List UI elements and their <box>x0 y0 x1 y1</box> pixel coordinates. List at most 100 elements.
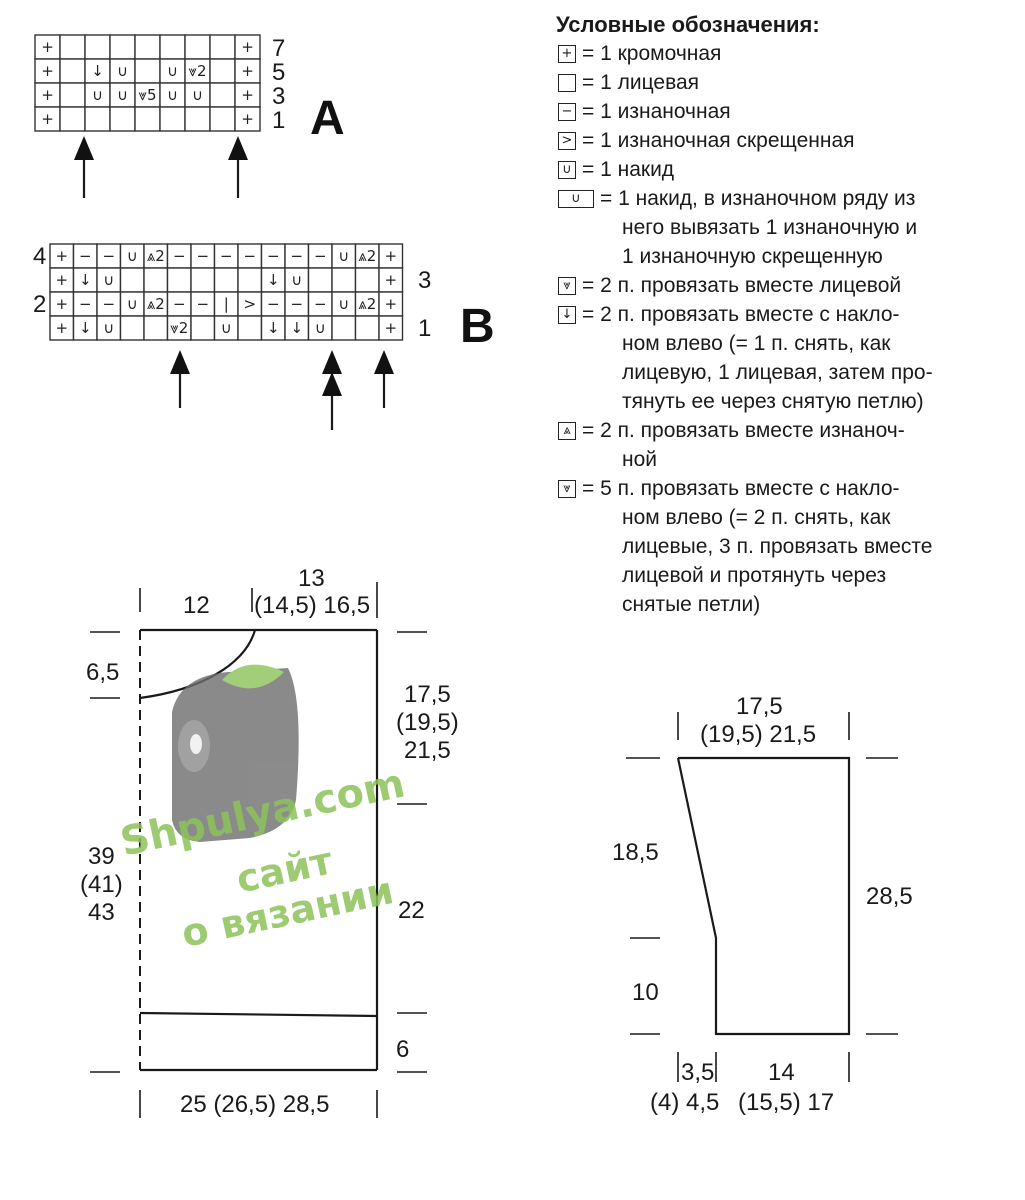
legend-item-continuation: лицевой и протянуть через <box>622 564 887 587</box>
chart-a-stitch-symbol: ↓ <box>91 62 104 80</box>
legend-item: > = 1 изнаночная скрещенная <box>556 126 1016 155</box>
chart-b-stitch-symbol: ∪ <box>338 247 349 265</box>
chart-a-stitch-symbol: ∪ <box>167 62 178 80</box>
chart-a-arrows <box>74 136 248 198</box>
chart-b-stitch-symbol: − <box>102 247 115 265</box>
chart-a-cell <box>59 58 86 84</box>
chart-b-stitch-symbol: ⩓2 <box>147 247 165 265</box>
chart-a-cell <box>109 34 136 60</box>
back-length-3: 43 <box>88 899 115 926</box>
chart-b-stitch-symbol: ↓ <box>79 271 92 289</box>
chart-a-stitch-symbol: + <box>241 62 254 80</box>
chart-b-stitch-symbol: − <box>196 295 209 313</box>
chart-b-stitch-symbol: − <box>267 247 280 265</box>
legend-title: Условные обозначения: <box>556 12 820 37</box>
chart-b-stitch-symbol: + <box>55 247 68 265</box>
chart-a-stitch-symbol: ∪ <box>192 86 203 104</box>
arrow-up-icon <box>322 372 342 396</box>
sleeve-bottom-left-1: 3,5 <box>681 1059 714 1086</box>
chart-b-stitch-symbol: + <box>384 295 397 313</box>
legend-item-continuation: 1 изнаночную скрещенную <box>622 245 883 268</box>
chart-b-cell <box>378 315 404 341</box>
chart-b-stitch-symbol: + <box>55 271 68 289</box>
legend-item: += 1 кромочная <box>556 39 1016 68</box>
chart-b-stitch-symbol: − <box>267 295 280 313</box>
sleeve-height: 28,5 <box>866 883 913 910</box>
chart-a-cell <box>209 58 236 84</box>
sleeve-outline <box>676 756 851 1036</box>
chart-a-stitch-symbol: ∪ <box>92 86 103 104</box>
back-top-right-1: 13 <box>298 565 325 592</box>
chart-a-cell <box>134 58 161 84</box>
chart-b-stitch-symbol: ↓ <box>267 319 280 337</box>
legend-item-continuation: лицевую, 1 лицевая, затем про- <box>622 361 933 384</box>
chart-b-row-4: 4 <box>33 243 46 270</box>
legend-item: ∪= 1 накид <box>556 155 1016 184</box>
chart-a-cell <box>109 106 136 132</box>
chart-a-stitch-symbol: + <box>41 86 54 104</box>
k2tog-left-icon: ↓ <box>558 306 576 324</box>
chart-a-stitch-symbol: ∪ <box>117 86 128 104</box>
chart-a-stitch-symbol: + <box>241 38 254 56</box>
edge-stitch-icon: + <box>558 45 576 63</box>
yarn-spool-icon <box>172 664 299 842</box>
chart-b-stitch-symbol: + <box>384 319 397 337</box>
chart-b-row-3: 3 <box>418 267 431 294</box>
chart-b-stitch-symbol: − <box>314 295 327 313</box>
chart-b-cell <box>237 267 263 293</box>
chart-a-stitch-symbol: + <box>41 62 54 80</box>
chart-a-stitch-symbol: + <box>241 86 254 104</box>
chart-b-cell <box>190 315 216 341</box>
purl-stitch-icon: − <box>558 103 576 121</box>
chart-b-stitch-symbol: ∪ <box>103 319 114 337</box>
chart-a-cell <box>84 106 111 132</box>
legend-item: ↓= 2 п. провязать вместе с накло- <box>556 300 1016 329</box>
chart-b-stitch-symbol: + <box>384 271 397 289</box>
chart-b-cell <box>354 267 380 293</box>
legend-item-text: = 5 п. провязать вместе с накло- <box>582 477 900 500</box>
legend-item: −= 1 изнаночная <box>556 97 1016 126</box>
chart-a-row-5: 5 <box>272 59 285 86</box>
sleeve-cuff: 10 <box>632 979 659 1006</box>
chart-a-cell <box>59 34 86 60</box>
chart-a-cell <box>184 34 211 60</box>
chart-a-stitch-symbol: + <box>41 110 54 128</box>
chart-a-row-3: 3 <box>272 83 285 110</box>
back-top-left: 12 <box>183 592 210 619</box>
twisted-purl-icon: > <box>558 132 576 150</box>
back-armhole-3: 21,5 <box>404 737 451 764</box>
double-yarn-over-icon: ∪ <box>558 190 594 208</box>
legend-item-text: = 1 изнаночная скрещенная <box>582 129 855 152</box>
chart-b-stitch-symbol: | <box>224 295 229 313</box>
sleeve-bottom-right-1: 14 <box>768 1059 795 1086</box>
legend-item-text: = 1 изнаночная <box>582 100 731 123</box>
back-neck: 6,5 <box>86 659 119 686</box>
chart-b-label: B <box>460 300 495 353</box>
legend-item-continuation: тянуть ее через снятую петлю) <box>622 390 924 413</box>
chart-b-stitch-symbol: + <box>384 247 397 265</box>
sleeve-slope: 18,5 <box>612 839 659 866</box>
legend-item-text: = 1 накид, в изнаночном ряду из <box>600 187 916 210</box>
k2tog-icon: ⩔ <box>558 277 576 295</box>
yarn-over-icon: ∪ <box>558 161 576 179</box>
chart-a: +++↓∪∪⩔2++∪∪⩔5∪∪+++ <box>34 34 261 132</box>
chart-b-stitch-symbol: ∪ <box>338 295 349 313</box>
legend: Условные обозначения: += 1 кромочная = 1 … <box>556 10 1016 619</box>
chart-b-cell <box>331 315 357 341</box>
chart-b-stitch-symbol: − <box>173 295 186 313</box>
chart-a-stitch-symbol: ⩔5 <box>138 86 156 104</box>
chart-a-stitch-symbol: + <box>241 110 254 128</box>
sleeve-top-2: (19,5) 21,5 <box>700 721 816 748</box>
chart-b-stitch-symbol: ↓ <box>267 271 280 289</box>
chart-b-cell <box>119 315 145 341</box>
chart-a-label: A <box>310 92 345 145</box>
chart-b-cell <box>237 315 263 341</box>
chart-b: +−−∪⩓2−−−−−−−∪⩓2++↓∪↓∪++−−∪⩓2−−|>−−−∪⩓2+… <box>49 243 404 341</box>
back-armhole-2: (19,5) <box>396 709 459 736</box>
chart-a-cell <box>109 82 136 108</box>
chart-b-row-1: 1 <box>418 315 431 342</box>
legend-item-continuation: ном влево (= 2 п. снять, как <box>622 506 891 529</box>
chart-b-stitch-symbol: + <box>55 319 68 337</box>
chart-a-cell <box>209 106 236 132</box>
chart-a-cell <box>209 82 236 108</box>
